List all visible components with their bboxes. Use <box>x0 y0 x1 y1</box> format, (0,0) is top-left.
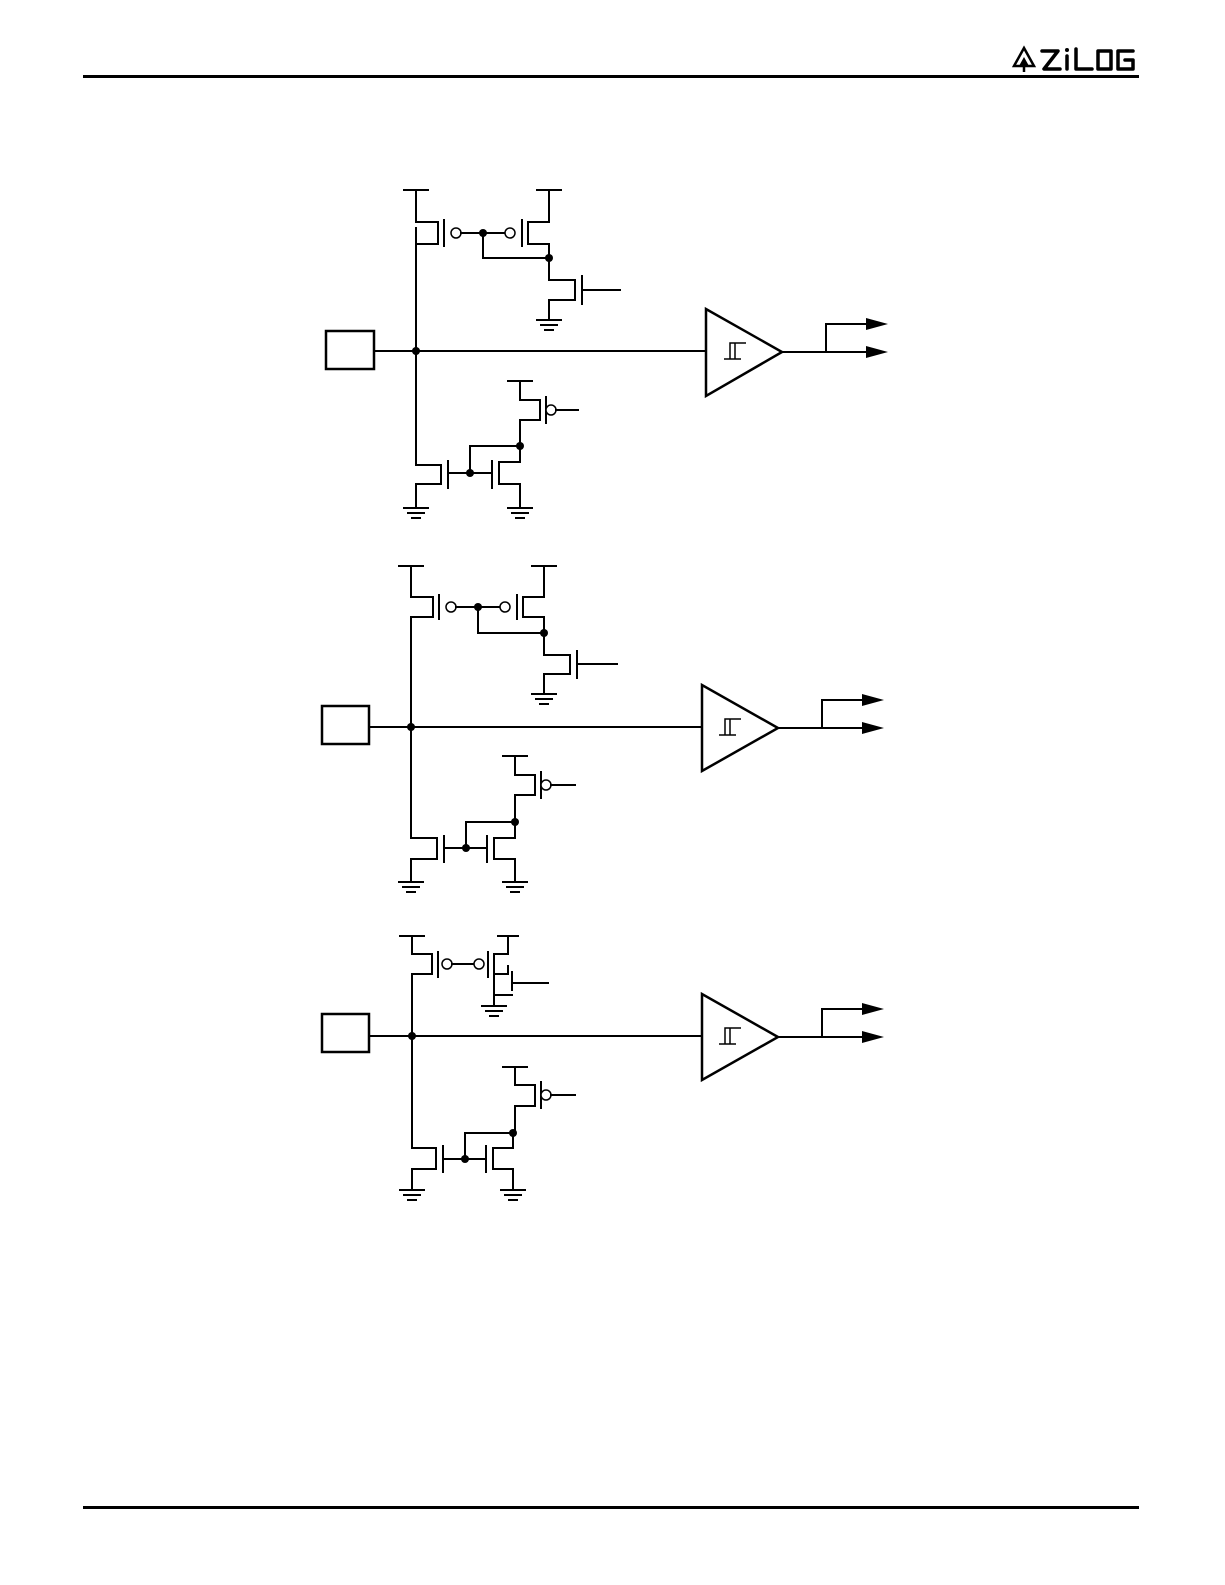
circuit-3 <box>322 936 884 1200</box>
pad-1 <box>326 331 374 369</box>
output-arrow <box>862 1003 884 1015</box>
schmitt-buffer <box>706 309 782 396</box>
output-arrow <box>862 1031 884 1043</box>
output-arrow <box>866 346 888 358</box>
pad-3 <box>322 1014 369 1052</box>
schmitt-buffer <box>702 994 778 1080</box>
circuit-1 <box>326 190 888 518</box>
schmitt-buffer <box>702 685 778 771</box>
output-arrow <box>862 694 884 706</box>
pad-2 <box>322 706 369 744</box>
output-arrow <box>866 318 888 330</box>
footer-rule <box>83 1506 1139 1509</box>
output-arrow <box>862 722 884 734</box>
pmos-bubble <box>451 228 461 238</box>
circuit-2 <box>322 566 884 892</box>
